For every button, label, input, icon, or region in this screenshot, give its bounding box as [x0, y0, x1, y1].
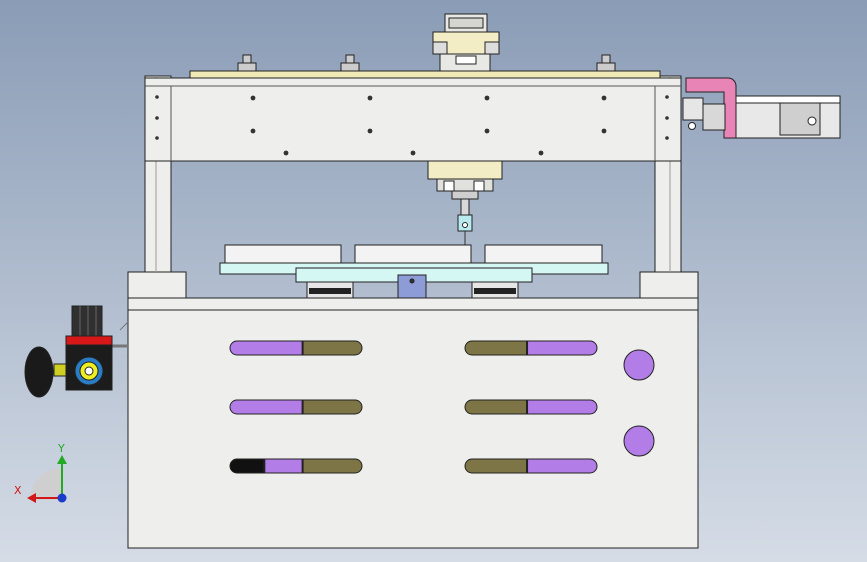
slot-segment-olive: [465, 400, 528, 414]
slot-right-1: [464, 340, 598, 356]
press-cylinder: [427, 160, 503, 247]
slot-segment-black: [230, 459, 265, 473]
locator-block: [397, 274, 427, 299]
slot-segment-olive: [302, 459, 362, 473]
slot-segment-purple: [264, 459, 303, 473]
top-cylinder: [432, 13, 500, 72]
control-slots: [229, 340, 598, 474]
slot-right-2: [464, 399, 598, 415]
slot-segment-purple: [230, 400, 303, 414]
slot-segment-olive: [465, 341, 528, 355]
beam-body: [144, 77, 682, 162]
slot-left-3: [229, 458, 363, 474]
workpiece-left: [224, 244, 342, 264]
side-actuator: [682, 77, 841, 139]
slot-segment-purple: [230, 341, 303, 355]
slot-segment-purple: [527, 400, 597, 414]
axis-triad: Y X: [14, 442, 67, 503]
slot-segment-purple: [527, 341, 597, 355]
guide-studs: [237, 54, 616, 72]
pressure-regulator: [24, 305, 129, 398]
slot-segment-olive: [302, 341, 362, 355]
upper-control-button[interactable]: [623, 349, 655, 381]
slot-right-3: [464, 458, 598, 474]
slot-left-1: [229, 340, 363, 356]
y-axis-label: Y: [57, 442, 65, 455]
slot-segment-olive: [302, 400, 362, 414]
top-beam: [144, 54, 682, 162]
slot-segment-olive: [465, 459, 528, 473]
beam-bolts: [155, 95, 669, 156]
workpiece-middle: [354, 244, 472, 264]
lower-control-button[interactable]: [623, 425, 655, 457]
workpiece-right: [484, 244, 603, 264]
x-axis-label: X: [14, 484, 22, 497]
top-plate: [189, 70, 661, 79]
right-base-block: [639, 271, 699, 299]
cabinet-body: [127, 309, 699, 549]
cabinet-top-plate: [127, 297, 699, 311]
regulator-knob[interactable]: [71, 305, 103, 337]
slot-segment-purple: [527, 459, 597, 473]
left-base-block: [127, 271, 187, 299]
lower-cabinet: [127, 271, 699, 549]
fixture: [219, 244, 609, 299]
pressure-gauge: [24, 346, 54, 398]
slot-left-2: [229, 399, 363, 415]
